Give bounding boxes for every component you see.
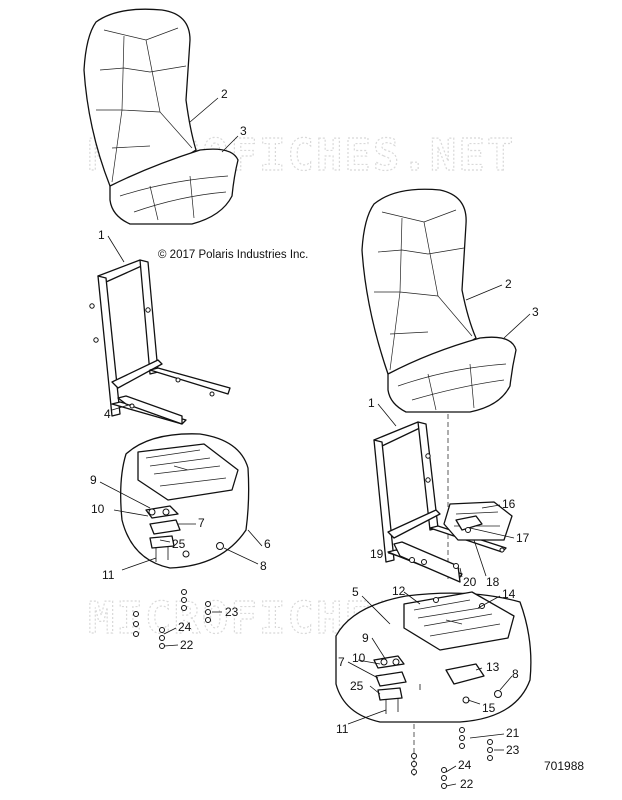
callout-left-4: 4 [104, 407, 111, 421]
callout-right-7: 7 [338, 655, 345, 669]
callout-left-6: 6 [264, 537, 271, 551]
callout-right-19: 19 [370, 547, 384, 561]
copyright-text: © 2017 Polaris Industries Inc. [158, 249, 308, 261]
callout-left-7: 7 [198, 516, 205, 530]
callout-left-22: 22 [180, 638, 194, 652]
callout-left-3: 3 [240, 124, 247, 138]
callout-left-25: 25 [172, 537, 186, 551]
right-slider-base [335, 591, 532, 723]
callout-right-20: 20 [463, 575, 477, 589]
callout-right-17: 17 [516, 531, 530, 545]
callout-right-10: 10 [352, 651, 366, 665]
callout-right-14: 14 [502, 587, 516, 601]
document-number: 701988 [544, 759, 584, 773]
left-frame [89, 259, 231, 425]
callout-left-2: 2 [221, 87, 228, 101]
left-seat [83, 8, 239, 225]
callout-right-22: 22 [460, 777, 474, 791]
callout-left-11: 11 [102, 568, 115, 582]
callout-right-15: 15 [482, 701, 496, 715]
right-hardware [411, 727, 493, 789]
callout-right-11: 11 [336, 722, 349, 736]
right-leaders [347, 284, 531, 787]
callout-left-24: 24 [178, 620, 192, 634]
right-seat [361, 188, 517, 413]
callout-left-8: 8 [260, 559, 267, 573]
callout-right-25: 25 [350, 679, 364, 693]
callout-right-9: 9 [362, 631, 369, 645]
left-slider-base [120, 433, 250, 569]
callout-right-1: 1 [368, 396, 375, 410]
callout-left-23: 23 [225, 605, 239, 619]
callout-right-24: 24 [458, 758, 472, 772]
callout-right-2: 2 [505, 277, 512, 291]
callout-right-16: 16 [502, 497, 516, 511]
callout-right-18: 18 [486, 575, 500, 589]
callout-left-10: 10 [91, 502, 105, 516]
callout-right-8: 8 [512, 667, 519, 681]
callout-right-13: 13 [486, 660, 500, 674]
callout-right-5: 5 [352, 585, 359, 599]
left-hardware [133, 589, 211, 649]
callout-right-23: 23 [506, 743, 520, 757]
callout-right-12: 12 [392, 584, 406, 598]
right-bracket [443, 501, 513, 553]
callout-left-9: 9 [90, 473, 97, 487]
left-leaders [99, 97, 263, 647]
callout-right-21: 21 [506, 726, 520, 740]
callout-left-1: 1 [98, 228, 105, 242]
callout-right-3: 3 [532, 305, 539, 319]
